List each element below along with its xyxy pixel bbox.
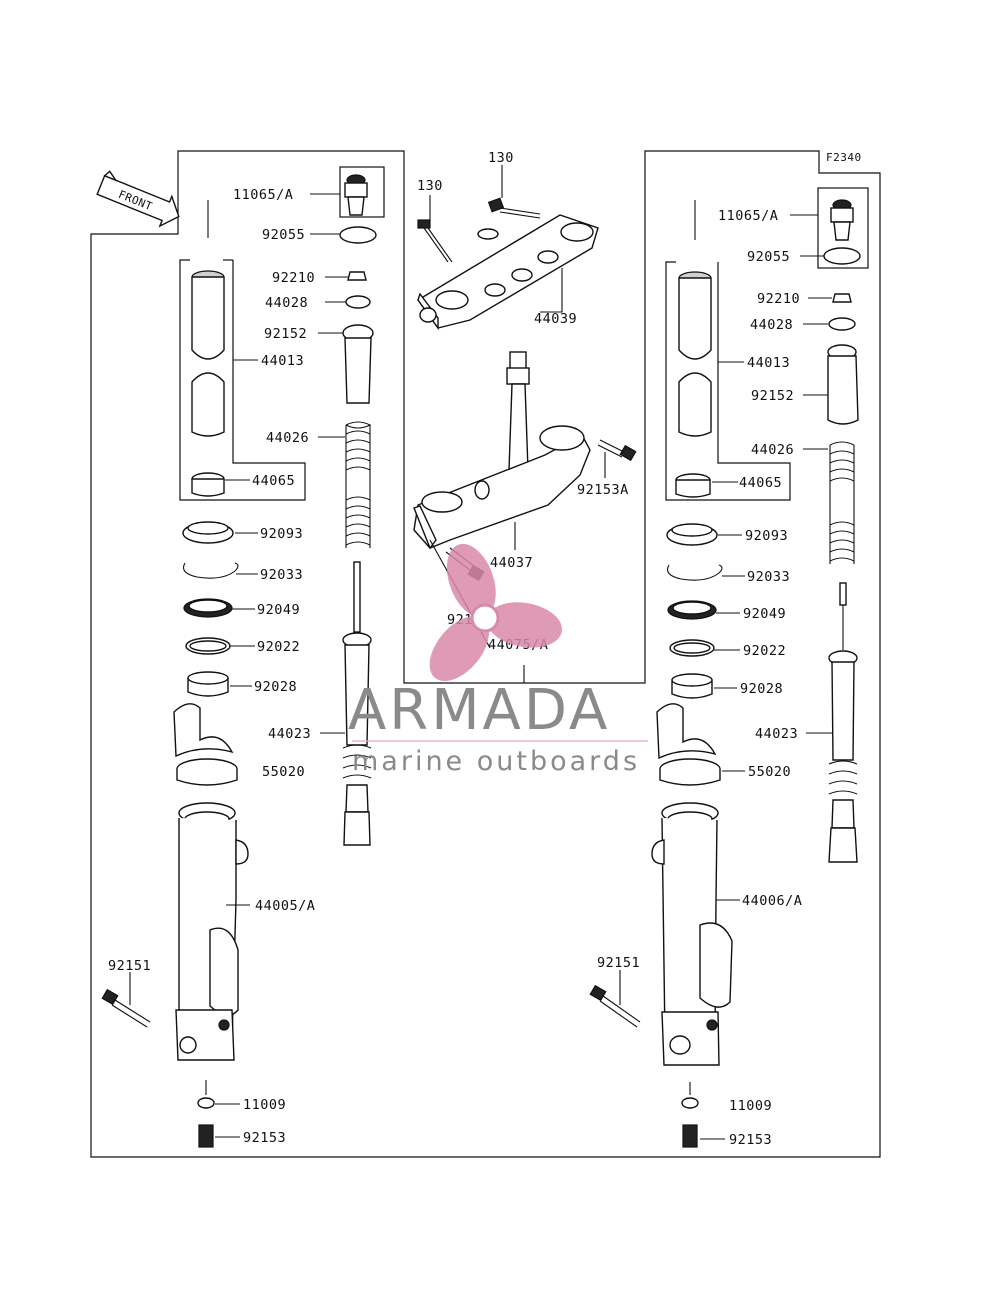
label-92210-left: 92210 bbox=[272, 270, 315, 286]
propeller-logo-icon bbox=[429, 543, 563, 682]
label-92028-right: 92028 bbox=[740, 681, 783, 697]
watermark-title: ARMADA bbox=[348, 678, 610, 743]
fork-tube-44013-right bbox=[665, 261, 791, 501]
label-44039: 44039 bbox=[534, 311, 577, 327]
left-fork-assembly: 11065/A 92055 92210 44028 92152 44026 bbox=[101, 166, 385, 1148]
label-44028-right: 44028 bbox=[750, 317, 793, 333]
spring-44026-right bbox=[829, 441, 855, 564]
label-92055-right: 92055 bbox=[747, 249, 790, 265]
label-92093-right: 92093 bbox=[745, 528, 788, 544]
label-92093-left: 92093 bbox=[260, 526, 303, 542]
label-130-b: 130 bbox=[488, 150, 514, 166]
label-92151-right: 92151 bbox=[597, 955, 640, 971]
bolt-92153A-right bbox=[597, 439, 637, 462]
outer-tube-44006A-right bbox=[651, 802, 733, 1066]
label-92049-right: 92049 bbox=[743, 606, 786, 622]
label-44026-right: 44026 bbox=[751, 442, 794, 458]
label-92022-left: 92022 bbox=[257, 639, 300, 655]
guard-55020-right bbox=[656, 703, 721, 786]
label-55020-left: 55020 bbox=[262, 764, 305, 780]
figure-code: F2340 bbox=[826, 151, 862, 164]
label-92152-right: 92152 bbox=[751, 388, 794, 404]
bolt-92151-right bbox=[589, 984, 641, 1028]
label-92033-left: 92033 bbox=[260, 567, 303, 583]
diagram-frame bbox=[90, 150, 881, 1158]
damper-rod-44023-left bbox=[342, 561, 372, 846]
bolt-130-a bbox=[417, 219, 453, 263]
watermark-subtitle: marine outboards bbox=[352, 746, 640, 777]
label-55020-right: 55020 bbox=[748, 764, 791, 780]
label-92033-right: 92033 bbox=[747, 569, 790, 585]
label-92153A-right: 92153A bbox=[577, 482, 629, 498]
label-44028-left: 44028 bbox=[265, 295, 308, 311]
fork-tube-44013-left bbox=[179, 259, 306, 501]
label-44065-right: 44065 bbox=[739, 475, 782, 491]
spring-44026-left bbox=[345, 421, 372, 548]
label-92028-left: 92028 bbox=[254, 679, 297, 695]
outer-tube-44005A-left bbox=[175, 802, 249, 1061]
damper-rod-44023-right bbox=[828, 582, 858, 863]
label-44065-left: 44065 bbox=[252, 473, 295, 489]
watermark: ARMADA marine outboards bbox=[348, 543, 648, 777]
cap-bolt-11065A-left bbox=[339, 166, 385, 244]
upper-bracket-44039 bbox=[416, 214, 599, 331]
label-44013-left: 44013 bbox=[261, 353, 304, 369]
label-92152-left: 92152 bbox=[264, 326, 307, 342]
lower-bracket-44037 bbox=[413, 351, 591, 550]
label-11065A-right: 11065/A bbox=[718, 208, 778, 224]
front-arrow-icon: FRONT bbox=[96, 170, 180, 228]
label-11065A-left: 11065/A bbox=[233, 187, 293, 203]
right-fork-assembly: 11065/A 92055 92210 44028 92152 44026 bbox=[589, 187, 869, 1148]
label-92151-left: 92151 bbox=[108, 958, 151, 974]
center-assembly: 130 130 44039 92153A 44 bbox=[413, 150, 637, 683]
label-130-a: 130 bbox=[417, 178, 443, 194]
label-44026-left: 44026 bbox=[266, 430, 309, 446]
label-92055-left: 92055 bbox=[262, 227, 305, 243]
label-92153-left: 92153 bbox=[243, 1130, 286, 1146]
label-11009-right: 11009 bbox=[729, 1098, 772, 1114]
bolt-130-b bbox=[487, 197, 541, 219]
label-44023-right: 44023 bbox=[755, 726, 798, 742]
label-92153-right: 92153 bbox=[729, 1132, 772, 1148]
label-44005A-left: 44005/A bbox=[255, 898, 315, 914]
label-44037: 44037 bbox=[490, 555, 533, 571]
bolt-92151-left bbox=[101, 988, 151, 1028]
cap-bolt-11065A-right bbox=[817, 187, 869, 269]
label-92049-left: 92049 bbox=[257, 602, 300, 618]
label-11009-left: 11009 bbox=[243, 1097, 286, 1113]
label-92210-right: 92210 bbox=[757, 291, 800, 307]
label-44006A-right: 44006/A bbox=[742, 893, 802, 909]
label-44023-left: 44023 bbox=[268, 726, 311, 742]
label-44013-right: 44013 bbox=[747, 355, 790, 371]
label-92022-right: 92022 bbox=[743, 643, 786, 659]
guard-55020-left bbox=[173, 703, 238, 786]
